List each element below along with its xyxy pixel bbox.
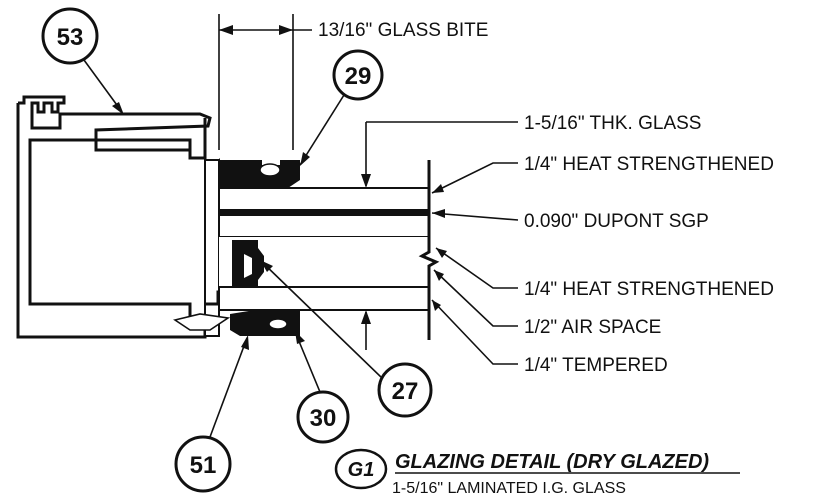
air-space-label: 1/2" AIR SPACE [524, 317, 661, 338]
callout-51-number: 51 [190, 452, 217, 479]
callout-30: 30 [295, 331, 350, 444]
callout-29-number: 29 [345, 63, 372, 90]
callout-51: 51 [174, 335, 249, 493]
bottom-gasket [173, 310, 300, 336]
frame-profile [16, 95, 230, 339]
glass-unit [218, 160, 440, 340]
title-block: G1 GLAZING DETAIL (DRY GLAZED) 1-5/16" L… [334, 448, 740, 497]
callout-30-number: 30 [310, 405, 337, 432]
heat-strengthened-top-label: 1/4" HEAT STRENGTHENED [524, 154, 774, 175]
detail-subtitle: 1-5/16" LAMINATED I.G. GLASS [392, 480, 626, 497]
glass-labels: 1-5/16" THK. GLASS 1/4" HEAT STRENGTHENE… [524, 113, 774, 376]
callout-27-number: 27 [392, 378, 419, 405]
glass-thickness-label: 1-5/16" THK. GLASS [524, 113, 701, 134]
callout-27: 27 [260, 260, 433, 418]
callout-53-number: 53 [57, 24, 84, 51]
detail-tag-bubble [334, 448, 388, 490]
callout-29: 29 [299, 49, 384, 166]
detail-title: GLAZING DETAIL (DRY GLAZED) [395, 451, 709, 473]
thickness-dimension [361, 121, 500, 350]
heat-strengthened-bottom-label: 1/4" HEAT STRENGTHENED [524, 279, 774, 300]
tempered-label: 1/4" TEMPERED [524, 355, 668, 376]
interlayer-label: 0.090" DUPONT SGP [524, 211, 709, 232]
glass-bite-label: 13/16" GLASS BITE [318, 20, 488, 41]
top-gasket [219, 160, 300, 188]
callout-53: 53 [41, 7, 124, 115]
leader-lines [431, 121, 519, 365]
glass-bite-dimension: 13/16" GLASS BITE [218, 14, 488, 150]
detail-tag: G1 [348, 459, 375, 481]
